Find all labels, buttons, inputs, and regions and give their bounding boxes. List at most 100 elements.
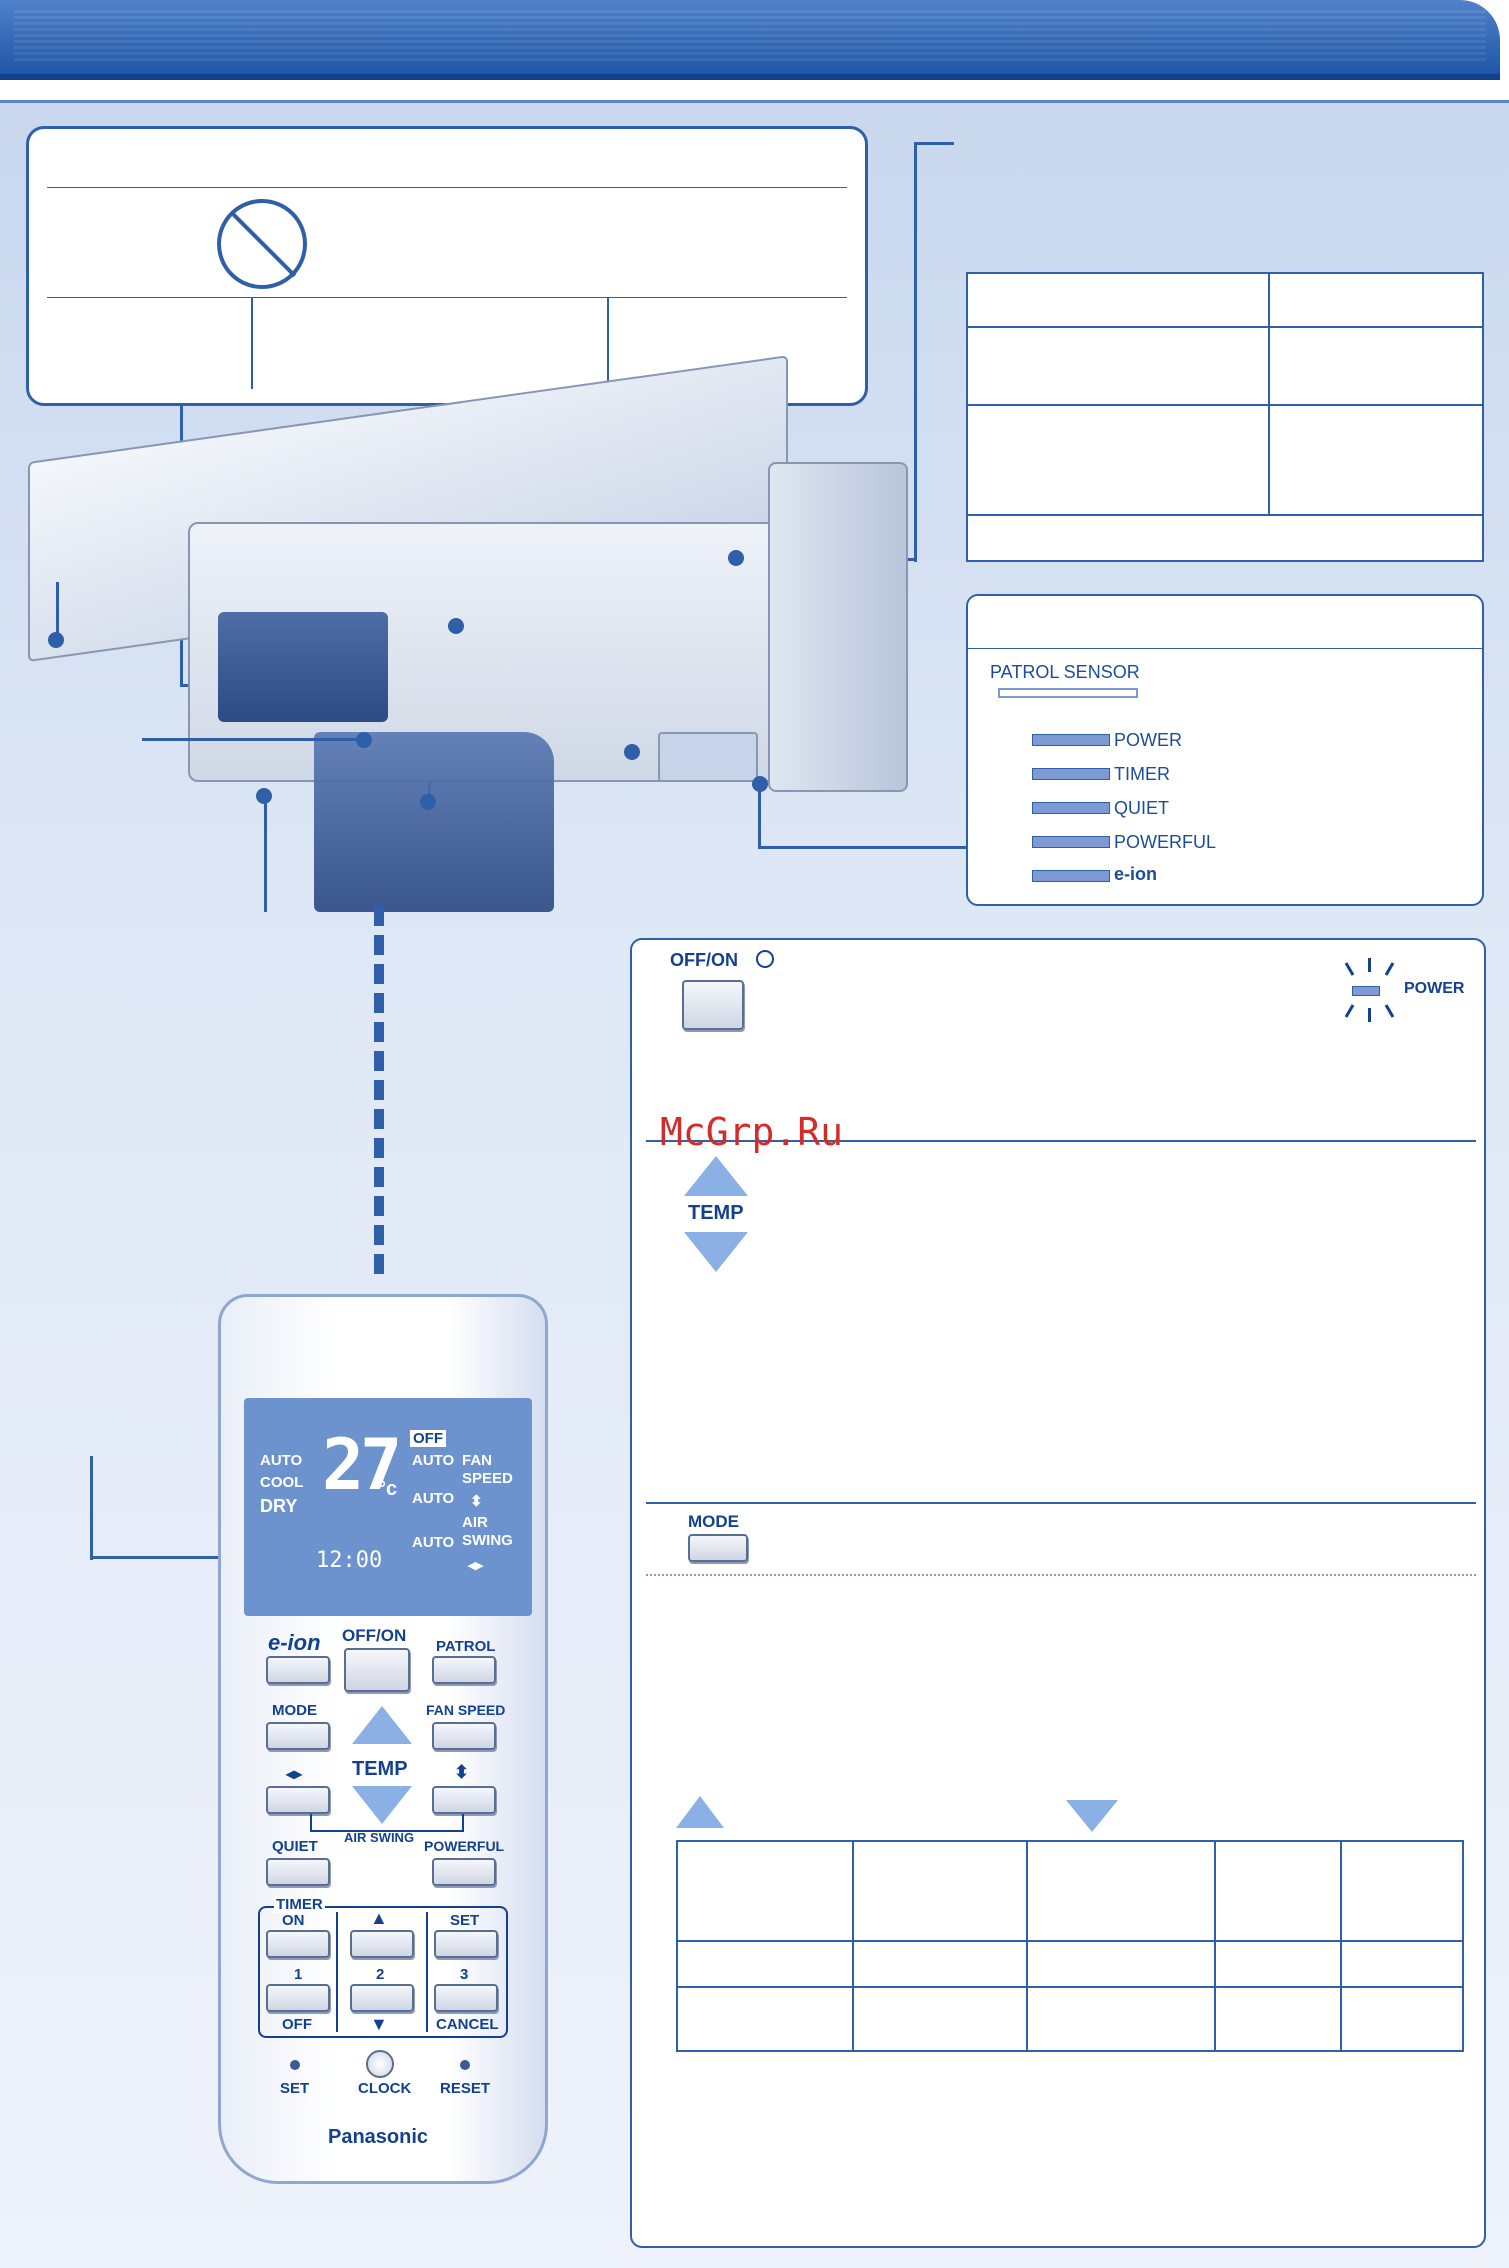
lcd-temperature: 27 [322,1424,402,1506]
callout-dot [728,550,744,566]
remote-timer-down-button[interactable] [350,1984,414,2012]
remote-offon-button[interactable] [344,1648,410,1692]
timer-indicator-label: TIMER [1114,764,1170,784]
blink-ray [1368,1008,1371,1022]
remote-clock-button[interactable] [366,2050,394,2078]
indicator-panel: PATROL SENSOR POWER TIMER QUIET POWERFUL… [966,594,1484,906]
remote-fan-speed-button[interactable] [432,1722,496,1750]
remote-temp-up-button[interactable] [352,1706,412,1744]
lcd-mode-auto: AUTO [260,1452,303,1469]
power-indicator-label: POWER [1114,730,1183,750]
unit-indicator-window [658,732,758,782]
indicator-panel-divider [968,648,1482,649]
remote-patrol-label: PATROL [436,1638,496,1655]
remote-offon-label: OFF/ON [342,1626,407,1645]
blink-ray [1368,958,1371,972]
remote-mode-label: MODE [272,1702,317,1719]
mode-button[interactable] [688,1534,748,1562]
warning-card-divider-top [47,187,847,188]
remote-mode-button[interactable] [266,1722,330,1750]
powerful-indicator-label: POWERFUL [1114,832,1217,852]
lcd-vertical-arrow-icon: ⬍ [470,1493,483,1510]
remote-lcd: AUTO COOL DRY 27 °c OFF AUTO AUTO AUTO F… [244,1398,532,1616]
remote-vertical-swing-icon: ⬍ [454,1762,470,1782]
air-filter-left [218,612,388,722]
indoor-unit-illustration [28,355,908,922]
watermark: McGrp.Ru [660,1110,844,1154]
table-cell [1214,1940,1342,1988]
temp-label: TEMP [688,1202,744,1224]
remote-set-pinhole[interactable] [290,2060,300,2070]
remote-timer-off-button[interactable] [266,1984,330,2012]
table-cell [852,1940,1028,1988]
remote-timer-2-label: 2 [376,1966,385,1983]
power-blink-indicator [1352,986,1380,996]
table-cell [676,1840,854,1942]
callout-dot [48,632,64,648]
remote-timer-cancel-button[interactable] [434,1984,498,2012]
remote-timer-label: TIMER [274,1896,325,1913]
quiet-indicator-bar [1032,802,1110,814]
remote-timer-3-label: 3 [460,1966,469,1983]
callout-line [142,738,362,741]
table-cell [966,514,1484,562]
warning-card-col-divider-2 [607,297,609,389]
table-cell [1026,1940,1216,1988]
remote-timer-on-label: ON [282,1912,305,1929]
air-filter-front [314,732,554,912]
remote-timer-up-button[interactable] [350,1930,414,1958]
table-cell [966,326,1270,406]
callout-line [758,784,761,848]
lcd-temp-unit: °c [378,1478,398,1500]
offon-button[interactable] [682,980,744,1030]
remote-fan-speed-label: FAN SPEED [426,1702,506,1718]
remote-eion-button[interactable] [266,1656,330,1684]
callout-line [264,796,267,912]
remote-quiet-label: QUIET [272,1838,318,1855]
lcd-off: OFF [410,1430,446,1447]
remote-quiet-button[interactable] [266,1858,330,1886]
patrol-sensor-bar [998,688,1138,698]
warning-card-divider-mid [47,297,847,298]
warning-card-col-divider-1 [251,297,253,389]
remote-air-swing-label: AIR SWING [344,1830,415,1845]
lcd-clock: 12:00 [316,1548,383,1573]
remote-horizontal-swing-button[interactable] [266,1786,330,1814]
remote-vertical-swing-button[interactable] [432,1786,496,1814]
lcd-mode-dry: DRY [260,1496,298,1516]
temp-down-button[interactable] [684,1232,748,1272]
table-cell [1026,1840,1216,1942]
operation-card: OFF/ON POWER TEMP MODE [630,938,1486,2248]
callout-dot [448,618,464,634]
warning-card [26,126,868,406]
remote-patrol-button[interactable] [432,1656,496,1684]
temp-up-button[interactable] [684,1156,748,1196]
remote-temp-down-button[interactable] [352,1786,412,1824]
table-cell [1340,1840,1464,1942]
offon-icon [756,950,774,968]
down-arrow-icon [1066,1800,1118,1832]
air-swing-bracket [310,1814,464,1832]
remote-timer-box [258,1906,508,2038]
remote-timer-set-button[interactable] [434,1930,498,1958]
callout-line [90,1456,93,1560]
dotted-divider [646,1574,1476,1576]
dashed-connector [374,906,384,1274]
table-cell [1268,272,1484,328]
mode-label: MODE [688,1512,739,1531]
power-blink-label: POWER [1404,980,1465,997]
timer-divider [336,1912,338,2032]
table-cell [852,1840,1028,1942]
offon-label: OFF/ON [670,950,738,970]
header-bar [0,0,1500,80]
remote-timer-on-button[interactable] [266,1930,330,1958]
remote-timer-up-icon: ▲ [370,1908,388,1928]
blink-ray [1344,962,1355,976]
patrol-sensor-label: PATROL SENSOR [990,662,1140,682]
remote-timer-1-label: 1 [294,1966,303,1983]
remote-powerful-button[interactable] [432,1858,496,1886]
remote-reset-pinhole[interactable] [460,2060,470,2070]
lcd-swing-auto-2: AUTO [412,1534,455,1551]
table-cell [966,404,1270,516]
remote-horizontal-swing-icon: ◂▸ [286,1766,303,1783]
